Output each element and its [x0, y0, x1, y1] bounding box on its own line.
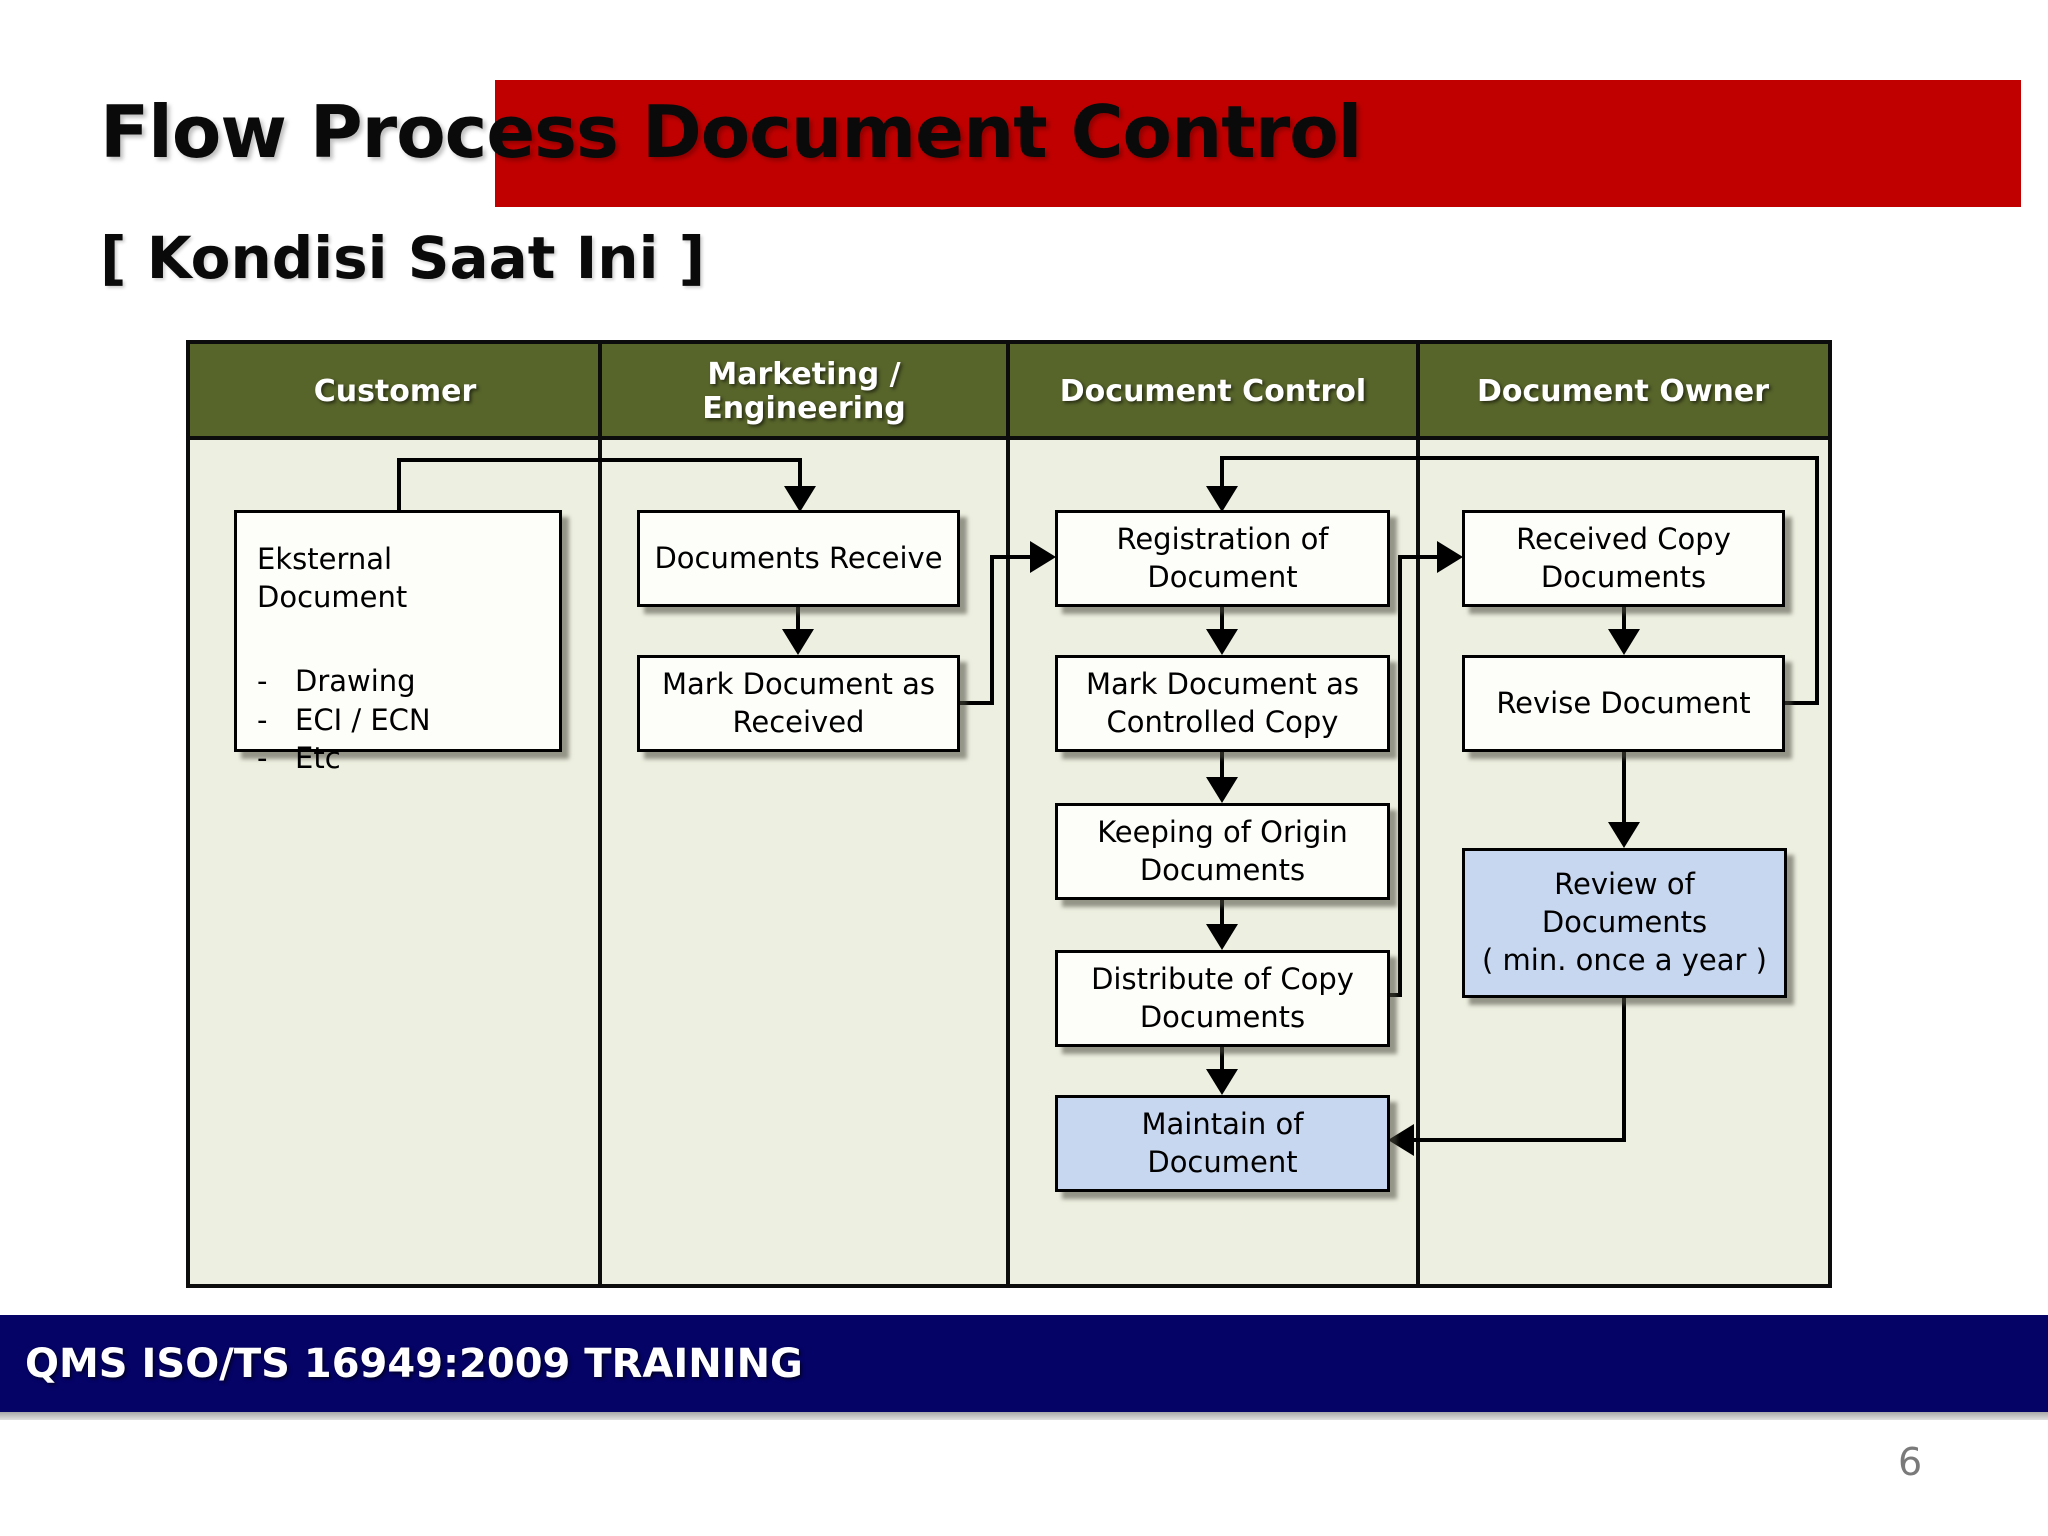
arrow-down-icon — [1206, 1069, 1238, 1095]
connector-line — [1220, 456, 1224, 488]
list-item: -Etc — [257, 740, 341, 775]
connector-line — [1622, 752, 1626, 826]
node-documents-receive: Documents Receive — [637, 510, 960, 607]
arrow-down-icon — [784, 486, 816, 512]
column-header-document-control: Document Control — [1059, 373, 1367, 409]
arrow-down-icon — [1608, 629, 1640, 655]
connector-line — [1412, 1138, 1626, 1142]
node-mark-document-as-received: Mark Document as Received — [637, 655, 960, 752]
connector-line — [1220, 607, 1224, 633]
connector-line — [1398, 555, 1438, 559]
list-item: -Drawing — [257, 664, 416, 699]
list-item: -ECI / ECN — [257, 702, 431, 737]
node-label: Eksternal Document — [257, 542, 408, 614]
node-distribute-of-copy-documents: Distribute of Copy Documents — [1055, 950, 1390, 1047]
connector-line — [1815, 456, 1819, 705]
connector-line — [397, 458, 802, 462]
connector-line — [1398, 555, 1402, 997]
connector-line — [1220, 752, 1224, 781]
node-eksternal-document: Eksternal Document -Drawing -ECI / ECN -… — [234, 510, 562, 775]
connector-line — [1220, 456, 1819, 460]
connector-line — [798, 458, 802, 488]
node-keeping-of-origin-documents: Keeping of Origin Documents — [1055, 803, 1390, 900]
column-divider — [1416, 344, 1420, 1284]
arrow-right-icon — [1030, 541, 1056, 573]
arrow-right-icon — [1437, 541, 1463, 573]
column-divider — [598, 344, 602, 1284]
arrow-left-icon — [1388, 1124, 1414, 1156]
connector-line — [990, 555, 994, 705]
node-revise-document: Revise Document — [1462, 655, 1785, 752]
arrow-down-icon — [782, 629, 814, 655]
connector-line — [397, 460, 401, 512]
arrow-down-icon — [1206, 629, 1238, 655]
node-mark-document-as-controlled-copy: Mark Document as Controlled Copy — [1055, 655, 1390, 752]
connector-line — [1622, 607, 1626, 633]
node-review-of-documents: Review of Documents ( min. once a year ) — [1462, 848, 1787, 998]
connector-line — [1220, 900, 1224, 928]
column-header-marketing-engineering: Marketing / Engineering — [702, 356, 906, 426]
node-maintain-of-document: Maintain of Document — [1055, 1095, 1390, 1192]
column-header-document-owner: Document Owner — [1476, 373, 1770, 409]
arrow-down-icon — [1206, 777, 1238, 803]
column-header-customer: Customer — [313, 373, 477, 409]
connector-line — [1220, 1047, 1224, 1073]
footer-title: QMS ISO/TS 16949:2009 TRAINING — [25, 1340, 803, 1387]
arrow-down-icon — [1608, 822, 1640, 848]
page-subtitle: [ Kondisi Saat Ini ] — [100, 224, 706, 292]
connector-line — [990, 555, 1032, 559]
footer-bar: QMS ISO/TS 16949:2009 TRAINING — [0, 1315, 2048, 1412]
column-divider — [1006, 344, 1010, 1284]
footer-shadow — [0, 1412, 2048, 1420]
arrow-down-icon — [1206, 486, 1238, 512]
page-title: Flow Process Document Control — [100, 90, 1362, 174]
connector-line — [958, 701, 994, 705]
connector-line — [796, 607, 800, 633]
connector-line — [1783, 701, 1819, 705]
title-highlight-bar — [495, 80, 2021, 207]
node-registration-of-document: Registration of Document — [1055, 510, 1390, 607]
node-received-copy-documents: Received Copy Documents — [1462, 510, 1785, 607]
bullet-list: -Drawing -ECI / ECN -Etc — [257, 662, 431, 777]
arrow-down-icon — [1206, 924, 1238, 950]
page-number: 6 — [1898, 1440, 1923, 1484]
connector-line — [1622, 998, 1626, 1142]
connector-line — [1388, 993, 1402, 997]
